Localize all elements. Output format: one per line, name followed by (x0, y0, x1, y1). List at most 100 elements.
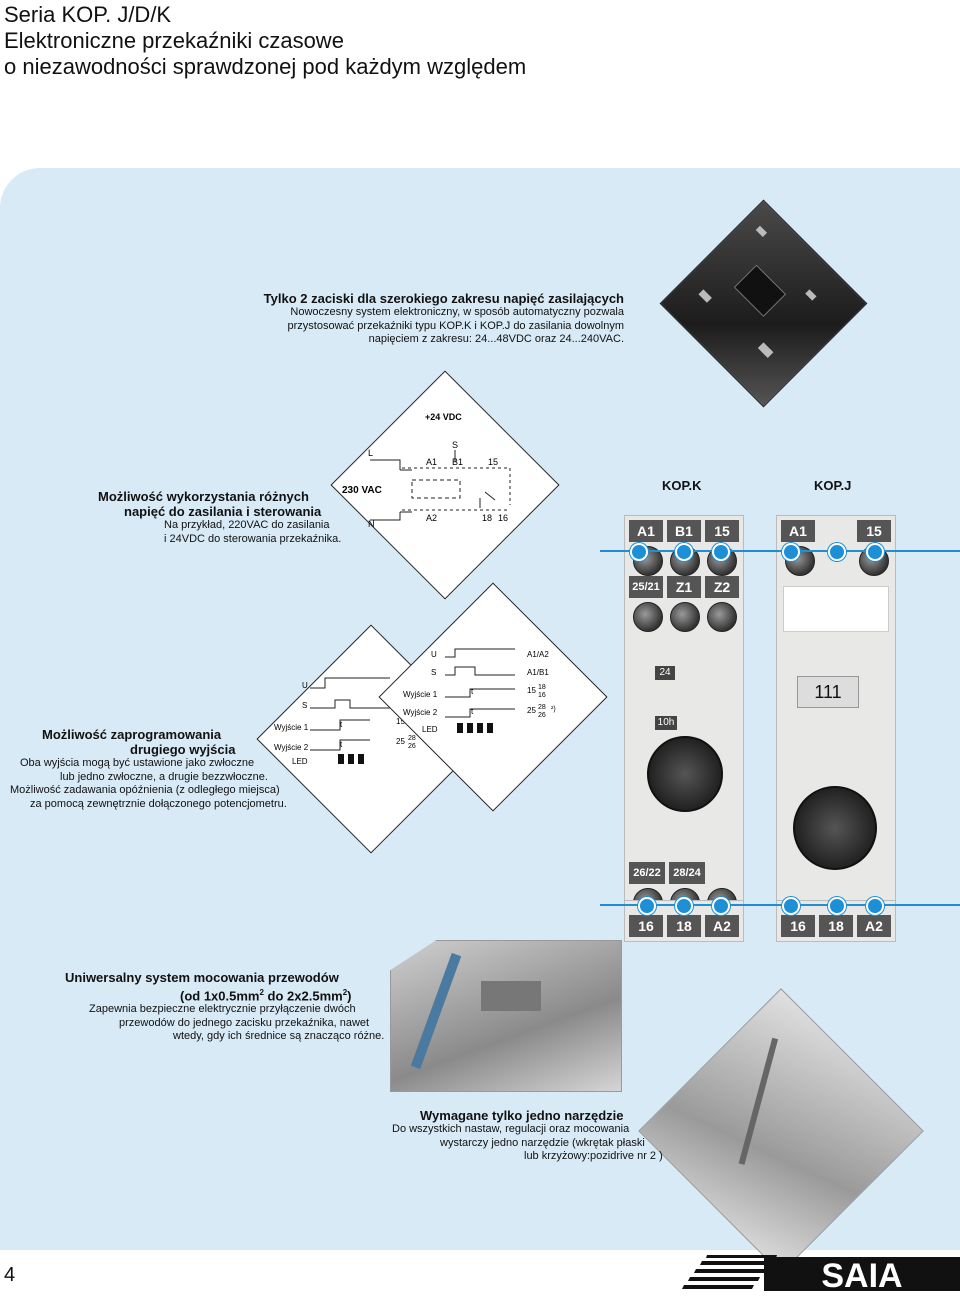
wire-clamp-photo (390, 940, 622, 1092)
label-L: L (368, 448, 373, 458)
relay-k-label: KOP.K (662, 478, 702, 493)
j-bottom-term-3: A2 (857, 915, 891, 937)
label-ac: 230 VAC (342, 485, 382, 496)
connector-line-bottom (600, 904, 960, 906)
label-B1: B1 (452, 457, 463, 467)
wiring-title-2b: do 2x2.5mm (263, 988, 343, 1004)
k-top-term-3: 15 (705, 520, 739, 542)
k-screw-5[interactable] (670, 602, 700, 632)
wiring-title-2c: ) (347, 988, 352, 1004)
k-mid-term-2: Z1 (667, 576, 701, 598)
supply-line-3: napięciem z zakresu: 24...48VDC oraz 24.… (368, 333, 624, 345)
right-label-18: 18 (538, 684, 546, 691)
connector-dot (712, 543, 730, 561)
left-label-28: 28 (408, 735, 416, 742)
voltages-line-1: Na przykład, 220VAC do zasilania (164, 519, 330, 531)
tool-line-1: Do wszystkich nastaw, regulacji oraz moc… (392, 1123, 630, 1135)
second-output-line-2: lub jedno zwłoczne, a drugie bezzwłoczne… (60, 770, 268, 783)
right-label-led: LED (422, 725, 438, 734)
wiring-sup-1: 2 (259, 988, 264, 997)
right-label-16: 16 (538, 692, 546, 699)
left-label-S: S (302, 701, 307, 710)
label-15: 15 (488, 457, 498, 467)
saia-logo: SAIA (682, 1255, 960, 1295)
left-label-out2: Wyjście 2 (274, 743, 309, 752)
section-tool: Wymagane tylko jedno narzędzie Do wszyst… (380, 1108, 670, 1164)
k-top-term-1: A1 (629, 520, 663, 542)
k-bottom-term-1: 16 (629, 915, 663, 937)
voltages-title-2: napięć do zasilania i sterowania (124, 504, 322, 519)
section-second-output: Możliwość zaprogramowania drugiego wyjśc… (8, 727, 298, 811)
label-N: N (368, 519, 375, 529)
connector-dot (828, 897, 846, 915)
k-lower-term-1: 26/22 (629, 862, 665, 884)
voltages-line-2: i 24VDC do sterowania przekaźnika. (164, 532, 342, 545)
section-voltages: Możliwość wykorzystania różnych napięć d… (60, 489, 350, 546)
left-label-25: 25 (396, 737, 405, 746)
second-output-title-2: drugiego wyjścia (130, 742, 236, 757)
relay-j-label: KOP.J (814, 478, 852, 493)
right-label-25: 25 (527, 706, 536, 715)
k-top-term-2: B1 (667, 520, 701, 542)
relay-kop-k: A1 B1 15 25/21 Z1 Z2 24 10h 26/22 28/24 (624, 515, 744, 937)
connector-dot (866, 543, 884, 561)
connector-dot (630, 543, 648, 561)
wiring-sup-2: 2 (342, 988, 348, 997)
section-wiring: Uniwersalny system mocowania przewodów (… (60, 970, 410, 1044)
connector-dot (828, 543, 846, 561)
k-bottom-term-2: 18 (667, 915, 701, 937)
right-label-out1: Wyjście 1 (403, 690, 438, 699)
wiring-line-1: Zapewnia bezpieczne elektrycznie przyłąc… (89, 1003, 356, 1016)
left-label-out1: Wyjście 1 (274, 723, 309, 732)
k-mult-badge: 10h (655, 716, 677, 730)
connector-line-top (600, 550, 960, 552)
right-label-S: S (431, 668, 436, 677)
label-A1: A1 (426, 457, 437, 467)
wiring-line-2: przewodów do jednego zacisku przekaźnika… (119, 1016, 370, 1029)
left-label-t1: t (340, 720, 343, 729)
k-screw-4[interactable] (633, 602, 663, 632)
page-number: 4 (4, 1264, 16, 1286)
k-dial[interactable] (647, 736, 723, 812)
right-label-t1: t (471, 687, 474, 696)
left-label-26: 26 (408, 743, 416, 750)
j-dial[interactable] (793, 786, 877, 870)
supply-line-1: Nowoczesny system elektroniczny, w sposó… (290, 306, 624, 318)
right-label-a1b1: A1/B1 (527, 668, 549, 677)
wiring-title-2a: (od 1x0.5mm (180, 988, 260, 1004)
connector-dot (782, 897, 800, 915)
label-16: 16 (498, 513, 508, 523)
logo-stripes-icon: SAIA (682, 1255, 960, 1295)
k-lower-term-2: 28/24 (669, 862, 705, 884)
second-output-title-1: Możliwość zaprogramowania (42, 727, 222, 742)
wiring-title-1: Uniwersalny system mocowania przewodów (65, 970, 339, 985)
right-label-note: ²) (551, 706, 556, 713)
wiring-title-2: (od 1x0.5mm2 do 2x2.5mm2) (60, 985, 410, 1003)
j-bottom-term-1: 16 (781, 915, 815, 937)
supply-title: Tylko 2 zaciski dla szerokiego zakresu n… (263, 291, 624, 306)
timing-diagram-left: U S Wyjście 1 Wyjście 2 LED t t 15 25 28… (274, 677, 416, 766)
j-code-badge: 111 (797, 676, 859, 708)
second-output-line-3: Możliwość zadawania opóźnienia (z odległ… (10, 784, 280, 796)
logo-text: SAIA (821, 1257, 902, 1293)
label-18: 18 (482, 513, 492, 523)
j-top-term-2: 15 (857, 520, 891, 542)
right-label-t2: t (471, 707, 474, 716)
k-mid-term-3: Z2 (705, 576, 739, 598)
relay-kop-j: A1 15 111 (776, 515, 896, 937)
second-output-line-1: Oba wyjścia mogą być ustawione jako zwło… (20, 757, 255, 769)
tool-line-3: lub krzyżowy:pozidrive nr 2 ) (524, 1150, 663, 1162)
k-screw-6[interactable] (707, 602, 737, 632)
connector-dot (675, 897, 693, 915)
right-label-a1a2: A1/A2 (527, 650, 549, 659)
page-header: Seria KOP. J/D/K Elektroniczne przekaźni… (4, 2, 526, 80)
connector-dot (638, 897, 656, 915)
connector-dot (712, 897, 730, 915)
connector-dot (782, 543, 800, 561)
label-dc: +24 VDC (425, 412, 462, 422)
label-A2: A2 (426, 513, 437, 523)
k-range-badge: 24 (655, 666, 675, 680)
right-label-15: 15 (527, 686, 536, 695)
label-S: S (452, 440, 458, 450)
j-top-term-1: A1 (781, 520, 815, 542)
